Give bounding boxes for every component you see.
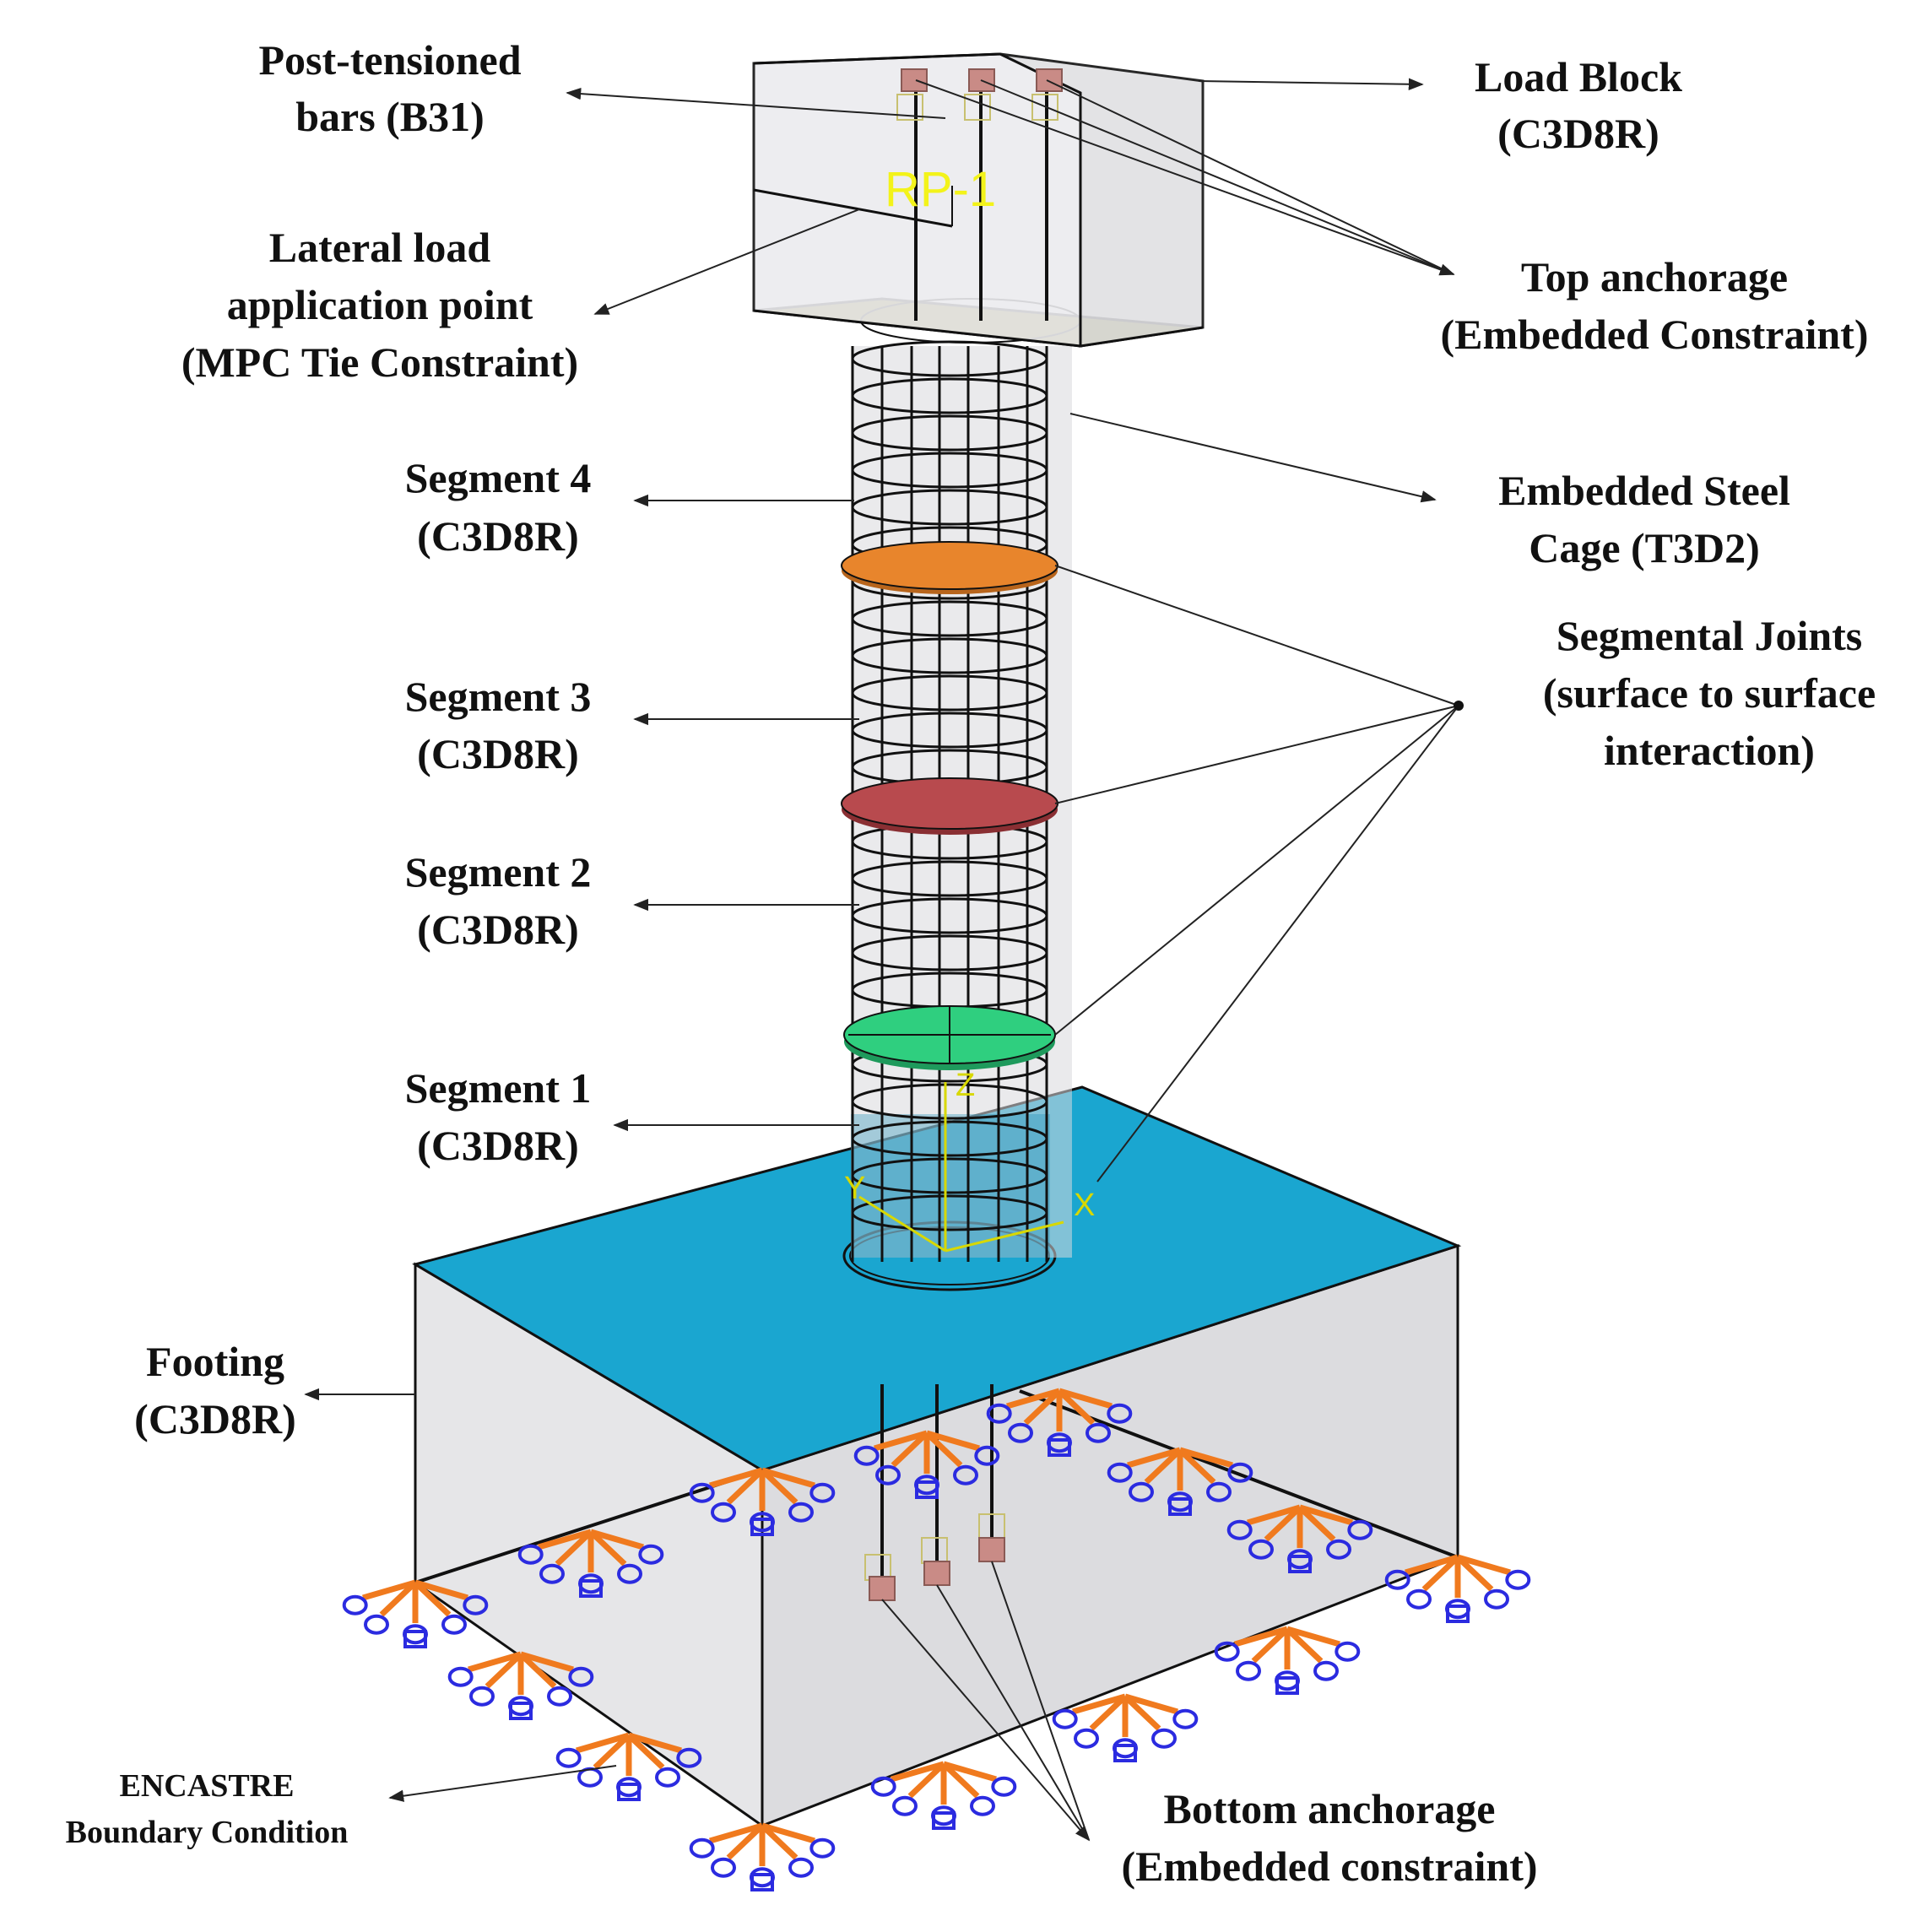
coordinate-axes xyxy=(858,1082,1064,1253)
label-segment4-2: (C3D8R) xyxy=(417,512,579,560)
encastre-support-glyph xyxy=(1226,1504,1373,1573)
joint-bottom-green xyxy=(843,1005,1056,1070)
encastre-support-glyph xyxy=(1214,1626,1361,1695)
label-load-block-1: Load Block xyxy=(1475,53,1682,100)
encastre-support-glyph xyxy=(1107,1447,1253,1516)
label-footing-1: Footing xyxy=(146,1338,284,1385)
labels: Post-tensioned bars (B31) Load Block (C3… xyxy=(66,36,1876,1890)
label-lateral-3: (MPC Tie Constraint) xyxy=(181,338,578,386)
axis-y-label: Y xyxy=(844,1171,865,1206)
label-segment3-2: (C3D8R) xyxy=(417,730,579,777)
encastre-support-glyph xyxy=(689,1822,836,1891)
encastre-support-glyph xyxy=(447,1651,594,1720)
bottom-anchor-2 xyxy=(923,1561,950,1586)
label-joints-3: interaction) xyxy=(1604,727,1815,774)
label-segment2-2: (C3D8R) xyxy=(417,906,579,953)
label-segment2-1: Segment 2 xyxy=(405,848,592,896)
encastre-support-glyph xyxy=(517,1529,664,1598)
label-encastre-1: ENCASTRE xyxy=(120,1768,295,1804)
label-post-tensioned-1: Post-tensioned xyxy=(258,36,521,84)
label-segment4-1: Segment 4 xyxy=(405,454,592,501)
top-anchor-1 xyxy=(901,68,928,92)
encastre-support-glyph xyxy=(853,1430,1000,1499)
encastre-support-glyph xyxy=(689,1467,836,1536)
label-segment3-1: Segment 3 xyxy=(405,673,592,720)
label-lateral-2: application point xyxy=(227,281,533,328)
label-footing-2: (C3D8R) xyxy=(134,1395,296,1442)
label-encastre-2: Boundary Condition xyxy=(66,1815,349,1850)
label-joints-1: Segmental Joints xyxy=(1557,612,1863,659)
label-bottom-anchorage-2: (Embedded constraint) xyxy=(1121,1843,1537,1890)
bottom-anchor-3 xyxy=(978,1537,1005,1562)
encastre-support-glyph xyxy=(870,1761,1017,1830)
encastre-support-glyph xyxy=(1052,1693,1199,1762)
load-block: RP-1 xyxy=(752,52,1205,348)
label-cage-1: Embedded Steel xyxy=(1498,467,1790,514)
axis-x-label: X xyxy=(1074,1188,1095,1223)
label-post-tensioned-2: bars (B31) xyxy=(295,93,485,140)
load-block-right xyxy=(999,52,1205,348)
encastre-support-glyph xyxy=(342,1579,489,1648)
joint-middle-red xyxy=(841,777,1058,835)
encastre-support-glyph xyxy=(986,1388,1133,1457)
label-segment1-1: Segment 1 xyxy=(405,1064,592,1112)
label-load-block-2: (C3D8R) xyxy=(1497,110,1659,157)
label-top-anchorage-1: Top anchorage xyxy=(1521,253,1788,300)
rp-label: RP-1 xyxy=(885,162,996,217)
bottom-anchor-1 xyxy=(869,1576,896,1601)
axis-z-label: Z xyxy=(956,1068,975,1103)
leader-lines xyxy=(304,78,1459,1842)
encastre-supports xyxy=(342,1388,1531,1891)
encastre-support-glyph xyxy=(1384,1554,1531,1623)
label-bottom-anchorage-1: Bottom anchorage xyxy=(1164,1785,1496,1832)
label-cage-2: Cage (T3D2) xyxy=(1529,524,1760,571)
top-anchor-3 xyxy=(1036,68,1063,92)
label-lateral-1: Lateral load xyxy=(269,224,491,271)
joint-top-orange xyxy=(841,541,1058,594)
label-joints-2: (surface to surface xyxy=(1543,669,1876,717)
label-top-anchorage-2: (Embedded Constraint) xyxy=(1441,311,1869,358)
label-segment1-2: (C3D8R) xyxy=(417,1122,579,1169)
